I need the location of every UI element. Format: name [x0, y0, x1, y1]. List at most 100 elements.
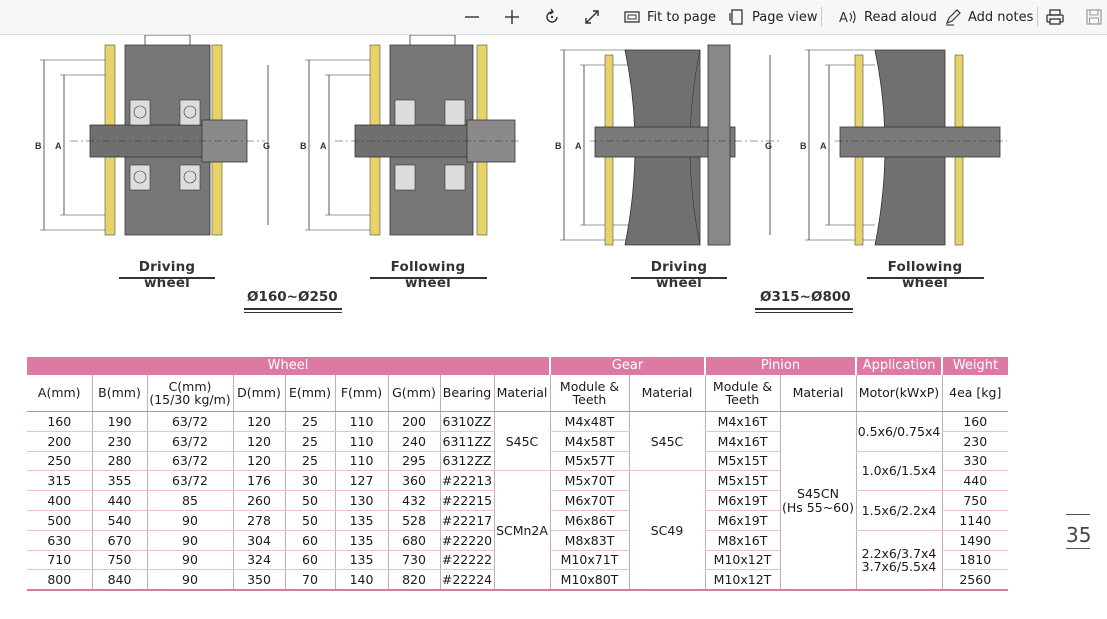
table-cell: 324	[232, 550, 285, 571]
table-cell: 90	[146, 530, 233, 551]
table-cell: 25	[284, 431, 335, 452]
table-cell: 70	[284, 569, 335, 592]
fullscreen-button[interactable]	[582, 0, 602, 34]
table-cell: S45CN (Hs 55~60)	[779, 411, 856, 592]
rotate-button[interactable]	[542, 0, 562, 34]
zoom-out-button[interactable]	[462, 0, 482, 34]
table-cell: 630	[27, 530, 92, 551]
table-cell: 110	[334, 451, 388, 472]
table-cell: 230	[91, 431, 147, 452]
group-pinion-header: Pinion	[704, 357, 856, 375]
table-cell: 295	[387, 451, 440, 472]
table-cell: 280	[91, 451, 147, 472]
table-cell: M6x19T	[704, 490, 780, 511]
column-header: A(mm)	[27, 375, 92, 412]
column-header: B(mm)	[91, 375, 147, 412]
size-range-small: Ø160~Ø250	[247, 289, 338, 305]
column-header: Bearing	[439, 375, 494, 412]
table-cell: 730	[387, 550, 440, 571]
table-cell: SCMn2A	[493, 470, 550, 592]
read-aloud-button[interactable]: A Read aloud	[838, 0, 937, 34]
table-cell: 190	[91, 411, 147, 432]
dim-a-label: A	[820, 141, 827, 151]
column-header: 4ea [kg]	[941, 375, 1008, 412]
column-header: D(mm)	[232, 375, 285, 412]
table-cell: M5x57T	[549, 451, 629, 472]
save-button[interactable]	[1085, 0, 1103, 34]
table-cell: 440	[91, 490, 147, 511]
page-view-button[interactable]: Page view	[728, 0, 818, 34]
toolbar-divider	[821, 7, 822, 27]
table-cell: 250	[27, 451, 92, 472]
table-cell: 540	[91, 510, 147, 531]
table-cell: 60	[284, 530, 335, 551]
table-cell: 680	[387, 530, 440, 551]
pdf-toolbar: Fit to page Page view A Read aloud Add n…	[0, 0, 1107, 35]
table-cell: #22222	[439, 550, 494, 571]
add-notes-button[interactable]: Add notes	[944, 0, 1033, 34]
table-cell: M10x12T	[704, 569, 780, 592]
table-cell: 90	[146, 569, 233, 592]
table-cell: 1.5x6/2.2x4	[855, 490, 942, 531]
printer-icon	[1046, 9, 1064, 25]
caption-following-wheel-1: Following wheel	[390, 259, 466, 291]
column-header: Material	[493, 375, 550, 412]
table-cell: 160	[941, 411, 1008, 432]
table-cell: 90	[146, 550, 233, 571]
table-cell: M10x12T	[704, 550, 780, 571]
range-underline	[755, 312, 853, 313]
table-cell: 130	[334, 490, 388, 511]
size-range-large: Ø315~Ø800	[760, 289, 851, 305]
table-cell: 400	[27, 490, 92, 511]
fit-to-page-button[interactable]: Fit to page	[623, 0, 716, 34]
table-cell: 140	[334, 569, 388, 592]
caption-underline	[119, 277, 215, 279]
caption-driving-wheel-1: Driving wheel	[138, 259, 196, 291]
table-cell: 2.2x6/3.7x4 3.7x6/5.5x4	[855, 530, 942, 592]
table-cell: 135	[334, 550, 388, 571]
zoom-in-button[interactable]	[502, 0, 522, 34]
table-cell: M4x58T	[549, 431, 629, 452]
table-cell: 230	[941, 431, 1008, 452]
table-cell: 135	[334, 530, 388, 551]
table-cell: M8x16T	[704, 530, 780, 551]
following-wheel-large-drawing: B A	[800, 49, 1007, 246]
table-cell: 127	[334, 470, 388, 492]
dim-b-label: B	[300, 141, 307, 151]
group-application-header: Application	[855, 357, 942, 375]
caption-driving-wheel-2: Driving wheel	[650, 259, 708, 291]
table-cell: SC49	[628, 470, 705, 592]
toolbar-divider	[1037, 7, 1038, 27]
caption-following-wheel-2: Following wheel	[887, 259, 963, 291]
caption-underline	[631, 277, 727, 279]
table-cell: 1810	[941, 550, 1008, 571]
table-cell: M6x70T	[549, 490, 629, 511]
pen-icon	[945, 9, 961, 26]
table-cell: 110	[334, 411, 388, 432]
dim-g-label: G	[263, 141, 270, 151]
fit-page-icon	[624, 11, 640, 23]
table-cell: 63/72	[146, 411, 233, 432]
column-header: E(mm)	[284, 375, 335, 412]
table-cell: M5x15T	[704, 470, 780, 492]
table-cell: 278	[232, 510, 285, 531]
table-cell: M8x83T	[549, 530, 629, 551]
table-cell: 120	[232, 431, 285, 452]
caption-underline	[370, 277, 487, 279]
column-header: Module & Teeth	[549, 375, 629, 412]
print-button[interactable]	[1045, 0, 1065, 34]
table-cell: 1490	[941, 530, 1008, 551]
page-view-label: Page view	[752, 9, 818, 25]
table-cell: #22220	[439, 530, 494, 551]
table-cell: #22224	[439, 569, 494, 592]
table-cell: 200	[387, 411, 440, 432]
table-cell: 1.0x6/1.5x4	[855, 451, 942, 492]
table-cell: 670	[91, 530, 147, 551]
caption-underline	[867, 277, 984, 279]
